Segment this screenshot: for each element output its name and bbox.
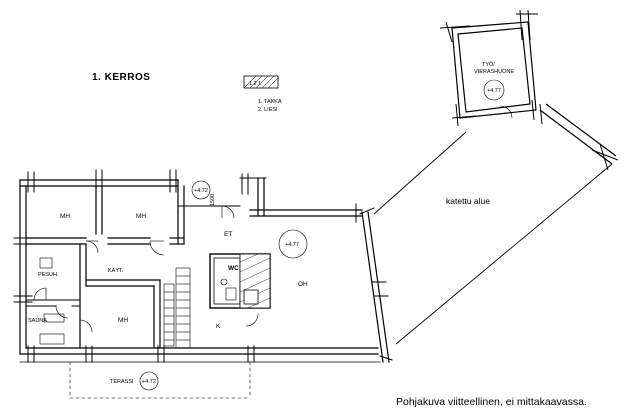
room-label-vierashuone: VIERASHUONE (474, 69, 514, 75)
covered-area-label: katettu alue (446, 196, 490, 206)
guest-door (499, 105, 513, 119)
disclaimer-caption: Pohjakuva viitteellinen, ei mittakaavass… (396, 396, 587, 408)
room-label-mh-left: MH (60, 213, 70, 220)
room-label-sauna: SAUNA (28, 318, 47, 324)
room-label-pesuh: PESUH. (38, 272, 59, 278)
svg-text:+4.77: +4.77 (285, 242, 299, 248)
room-label-et: ET (224, 231, 232, 238)
staircase (163, 267, 191, 349)
svg-text:+4.72: +4.72 (194, 188, 208, 194)
guest-building-walls (439, 9, 619, 171)
stair-dimension: 1500 (210, 194, 216, 206)
room-label-terassi: TERASSI (110, 379, 134, 385)
legend-item-liesi: 2. LIESI (258, 107, 278, 113)
room-label-wc: WC (228, 265, 239, 272)
room-label-mh-right: MH (136, 213, 146, 220)
sauna-fixtures (39, 257, 65, 345)
room-label-mh-mid: MH (118, 317, 128, 324)
central-core (209, 253, 271, 309)
room-label-oh: OH (298, 281, 308, 288)
svg-text:+4.72: +4.72 (142, 379, 156, 385)
svg-text:+4.77: +4.77 (487, 88, 501, 94)
floor-title: 1. KERROS (92, 72, 150, 83)
covered-area-lines (373, 131, 613, 345)
legend-item-takka: 1. TAKKA (258, 99, 282, 105)
level-marker-top-left: +4.72 (191, 180, 211, 200)
main-house-walls (13, 169, 393, 399)
level-marker-center: +4.77 (278, 229, 308, 259)
door-swings (33, 205, 259, 333)
room-label-tyo: TYÖ/ (482, 61, 495, 68)
legend-swatch: 1 2 1 (243, 75, 279, 89)
svg-text:1 2 1: 1 2 1 (249, 81, 261, 87)
level-marker-guest: +4.77 (483, 79, 505, 101)
room-label-k: K (216, 323, 221, 330)
room-label-kayt: KÄYT. (108, 267, 124, 274)
level-marker-terassi: +4.72 (139, 371, 159, 391)
